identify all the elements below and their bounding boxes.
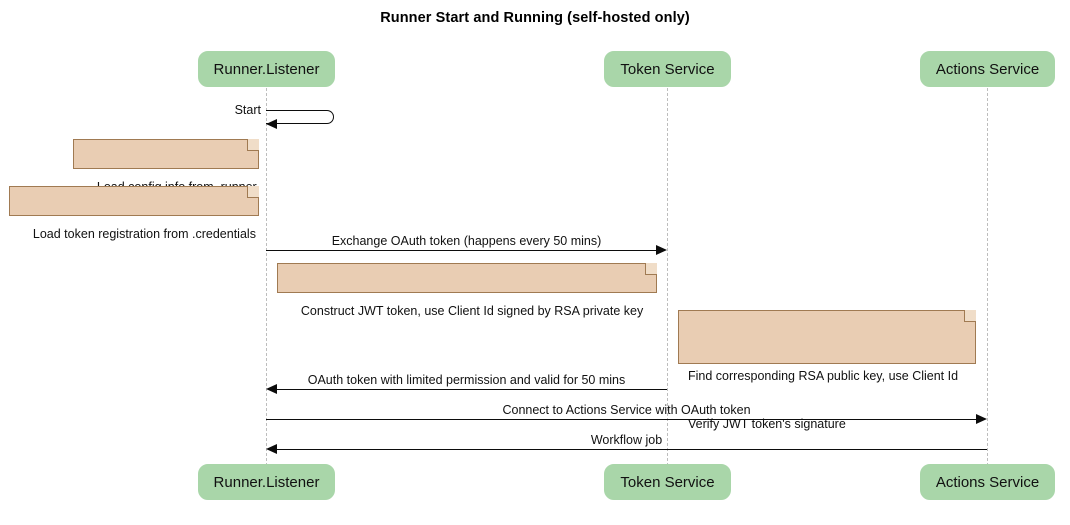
note-text-line-1: Find corresponding RSA public key, use C… (688, 369, 959, 383)
participant-label: Actions Service (935, 473, 1040, 491)
message-line-exchange-oauth-token (266, 250, 656, 251)
message-arrowhead-workflow-job (266, 443, 277, 454)
message-line-connect-actions-service (266, 419, 976, 420)
participant-actions-service-bottom[interactable]: Actions Service (920, 464, 1055, 500)
participant-runner-listener-bottom[interactable]: Runner.Listener (198, 464, 335, 500)
note-fold-corner-icon (247, 139, 259, 151)
note-load-config: Load config info from .runner (73, 139, 259, 194)
message-line-workflow-job (277, 449, 987, 450)
participant-actions-service-top[interactable]: Actions Service (920, 51, 1055, 87)
participant-label: Actions Service (935, 60, 1040, 78)
participant-runner-listener-top[interactable]: Runner.Listener (198, 51, 335, 87)
message-line-oauth-token-response (277, 389, 667, 390)
lifeline-actions-service (987, 88, 988, 466)
note-construct-jwt-token: Construct JWT token, use Client Id signe… (277, 263, 657, 318)
message-label-workflow-job: Workflow job (590, 433, 663, 447)
participant-label: Runner.Listener (213, 60, 320, 78)
lifeline-runner-listener (266, 88, 267, 466)
message-label-connect-actions-service: Connect to Actions Service with OAuth to… (502, 403, 751, 417)
participant-label: Runner.Listener (213, 473, 320, 491)
note-text-line-2: Verify JWT token's signature (688, 417, 846, 431)
note-fold-corner-icon (964, 310, 976, 322)
self-message-arrowhead-start (266, 118, 277, 129)
note-text: Construct JWT token, use Client Id signe… (300, 304, 644, 318)
message-arrowhead-exchange-oauth-token (656, 244, 667, 255)
message-arrowhead-oauth-token-response (266, 383, 277, 394)
message-arrowhead-connect-actions-service (976, 413, 987, 424)
lifeline-token-service (667, 88, 668, 466)
participant-token-service-top[interactable]: Token Service (604, 51, 731, 87)
message-label-oauth-token-response: OAuth token with limited permission and … (307, 373, 626, 387)
participant-label: Token Service (620, 60, 715, 78)
self-message-label-start: Start (234, 103, 261, 117)
participant-token-service-bottom[interactable]: Token Service (604, 464, 731, 500)
note-verify-jwt-signature: Find corresponding RSA public key, use C… (678, 310, 976, 431)
self-message-loop-start (266, 110, 334, 124)
message-label-exchange-oauth-token: Exchange OAuth token (happens every 50 m… (331, 234, 602, 248)
note-fold-corner-icon (645, 263, 657, 275)
note-load-token-registration: Load token registration from .credential… (9, 186, 259, 241)
page-title: Runner Start and Running (self-hosted on… (380, 10, 690, 26)
note-text: Load token registration from .credential… (32, 227, 256, 241)
participant-label: Token Service (620, 473, 715, 491)
note-fold-corner-icon (247, 186, 259, 198)
